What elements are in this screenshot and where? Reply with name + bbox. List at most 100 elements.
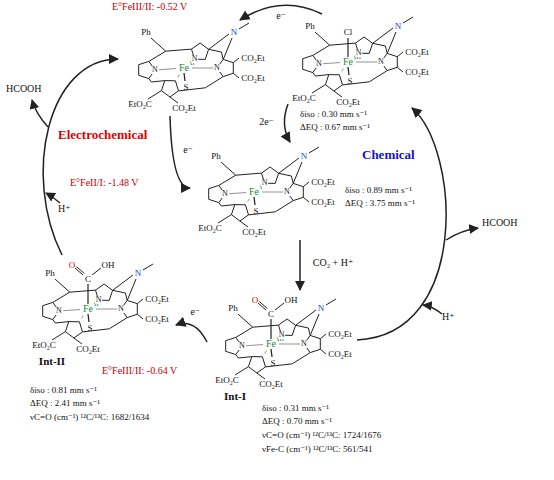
bond-line: [248, 199, 250, 202]
meso-bridge: [219, 203, 235, 206]
bond-line: [137, 299, 143, 304]
bond-line: [82, 316, 84, 319]
bond-line: [240, 221, 248, 227]
bond-line: [55, 279, 70, 292]
bond-line: [315, 32, 330, 45]
atom-label: OH: [102, 261, 115, 270]
annotation-text: E°FeII/I: -1.48 V: [70, 178, 139, 188]
annotation-text: ΔEQ : 0.67 mm s⁻¹: [300, 123, 370, 132]
intermediate-name: Int-II: [39, 356, 65, 367]
annotation-text: ΔEQ : 2.41 mm s⁻¹: [30, 399, 100, 408]
annotation-text: νFe-C (cm⁻¹) ¹²C/¹³C: 561/541: [262, 445, 373, 454]
bond-line: [88, 314, 89, 322]
meso-bridge: [373, 43, 388, 53]
atom-label: OH: [285, 296, 298, 305]
bond-line: [279, 158, 299, 173]
pyrrole-ring: [248, 357, 265, 373]
atom-label: N: [117, 305, 125, 313]
meso-bridge: [209, 49, 224, 59]
atom-label: S: [87, 324, 92, 333]
bond-line: [254, 197, 255, 205]
atom-label: N: [315, 60, 323, 68]
complex-structure: PhClFeIIINNNNSCO₂EtCO₂EtEtO₂CCO₂Et: [282, 8, 432, 108]
bond-line: [74, 338, 82, 344]
bond-line: [275, 303, 284, 310]
bond-line: [334, 91, 342, 97]
reaction-arrow: [357, 108, 446, 340]
bond-line: [320, 334, 326, 339]
annotation-text: ΔEQ : 3.75 mm s⁻¹: [345, 199, 415, 208]
reaction-arrow: [43, 59, 118, 255]
bond-line: [92, 268, 101, 275]
atom-label: C: [84, 275, 92, 284]
atom-label: N: [191, 55, 199, 63]
annotation-text: ΔEQ : 0.70 mm s⁻¹: [262, 417, 332, 426]
atom-label: Fe: [83, 304, 93, 314]
bond-line: [265, 351, 267, 354]
atom-label: CO₂Et: [405, 68, 429, 77]
meso-bridge: [236, 325, 279, 337]
atom-label: EtO₂C: [128, 100, 152, 109]
atom-label: CO₂Et: [259, 380, 283, 389]
annotation-text: H⁺: [58, 204, 71, 214]
atom-label: Fe: [343, 57, 353, 67]
annotation-text: Electrochemical: [58, 128, 147, 141]
bond-line: [233, 73, 239, 78]
atom-label: CO₂Et: [242, 228, 266, 237]
bond-line: [127, 279, 136, 300]
reaction-arrow: [284, 104, 290, 142]
atom-label: N: [95, 296, 103, 304]
meso-bridge: [53, 320, 69, 323]
bond-line: [312, 85, 325, 93]
bond-line: [238, 314, 253, 327]
bond-line: [259, 302, 267, 309]
atom-label: C: [267, 310, 275, 319]
bond-line: [270, 319, 271, 339]
bond-line: [137, 314, 143, 319]
bond-line: [296, 310, 316, 325]
atom-label: Cl: [343, 28, 354, 37]
complex-structure: OOHCPhFeIIINNNNSCO₂EtCO₂EtEtO₂CCO₂EtInt-…: [205, 290, 355, 402]
arrow-label: 2e⁻: [259, 117, 274, 127]
meso-bridge: [236, 355, 252, 358]
pyrrole-ring: [161, 81, 178, 97]
bond-line: [159, 69, 176, 70]
atom-label: CO₂Et: [76, 345, 100, 354]
meso-bridge: [149, 49, 192, 61]
atom-label: N: [278, 331, 286, 339]
atom-label: Ph: [211, 152, 221, 161]
atom-label: S: [270, 359, 275, 368]
atom-label: EtO₂C: [292, 94, 316, 103]
annotation-text: νC=O (cm⁻¹) ¹²C/¹³C: 1682/1634: [30, 413, 149, 422]
atom-label: EtO₂C: [215, 376, 239, 385]
reaction-arrow: [299, 240, 301, 290]
bond-line: [309, 147, 319, 153]
bond-line: [221, 162, 236, 175]
pyrrole-ring: [325, 75, 342, 91]
product-branch-arrow: [32, 100, 48, 127]
bond-line: [87, 284, 88, 304]
reaction-arrow: [240, 5, 322, 20]
atom-label: S: [183, 83, 188, 92]
atom-label: CO₂Et: [241, 74, 265, 83]
atom-label: N: [221, 190, 229, 198]
bond-line: [348, 67, 349, 75]
bond-line: [235, 367, 248, 375]
bond-line: [403, 17, 413, 23]
complex-structure: OOHCPhFeIINNNNSCO₂EtCO₂EtEtO₂CCO₂EtInt-I…: [22, 255, 172, 367]
annotation-text: E°FeIII/II: -0.64 V: [102, 366, 177, 376]
atom-label: CO₂Et: [145, 315, 169, 324]
bond-line: [143, 264, 153, 270]
atom-label: N: [151, 66, 159, 74]
bond-line: [96, 309, 117, 310]
bond-line: [347, 38, 348, 57]
bond-line: [310, 314, 319, 335]
reaction-arrow: [176, 323, 207, 342]
bond-line: [373, 28, 393, 43]
bond-line: [223, 38, 232, 59]
bond-line: [63, 310, 80, 311]
proton-feed-arrow: [46, 193, 60, 203]
atom-label: N: [55, 307, 63, 315]
bond-line: [342, 69, 344, 72]
atom-label: CO₂Et: [145, 295, 169, 304]
